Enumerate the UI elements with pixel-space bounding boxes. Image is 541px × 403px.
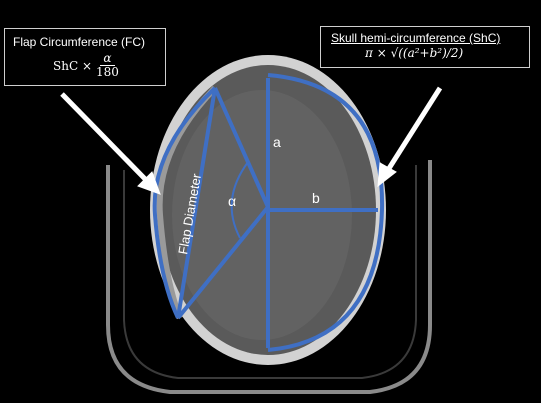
shc-formula: π × √((a²+b²)/2) — [365, 46, 464, 60]
shc-arrow-head — [377, 162, 397, 188]
head-rest — [106, 160, 432, 394]
fc-denominator: 180 — [96, 65, 119, 79]
flap-diameter-line — [176, 87, 217, 319]
angle-arc — [230, 161, 249, 239]
angle-label: α — [228, 193, 236, 209]
fc-formula-lhs: ShC × — [53, 58, 92, 73]
radius-lower — [176, 205, 270, 320]
arrows — [60, 86, 443, 195]
flap-circumference-formula: ShC × α 180 — [53, 52, 159, 79]
shc-arrow-line — [385, 86, 443, 172]
skull-hemi-circumference-title: Skull hemi-circumference (ShC) — [331, 31, 501, 45]
fc-arrow-head — [137, 171, 161, 195]
fc-numerator: α — [100, 52, 115, 66]
hemi-circumference-arc — [267, 73, 385, 352]
head-rest-inner — [123, 165, 417, 379]
measurement-overlay — [152, 73, 385, 352]
axis-b-label: b — [312, 190, 320, 206]
fc-fraction: α 180 — [96, 52, 119, 79]
flap-circumference-callout: Flap Circumference (FC) ShC × α 180 — [4, 28, 166, 86]
axis-a-label: a — [273, 134, 281, 150]
bone-flap — [156, 85, 218, 320]
flap-arc — [152, 86, 217, 319]
fc-arrow-line — [60, 92, 150, 184]
skull-hemi-circumference-callout: Skull hemi-circumference (ShC) π × √((a²… — [320, 26, 530, 68]
flap-circumference-title: Flap Circumference (FC) — [13, 35, 146, 49]
radius-upper — [213, 87, 270, 208]
